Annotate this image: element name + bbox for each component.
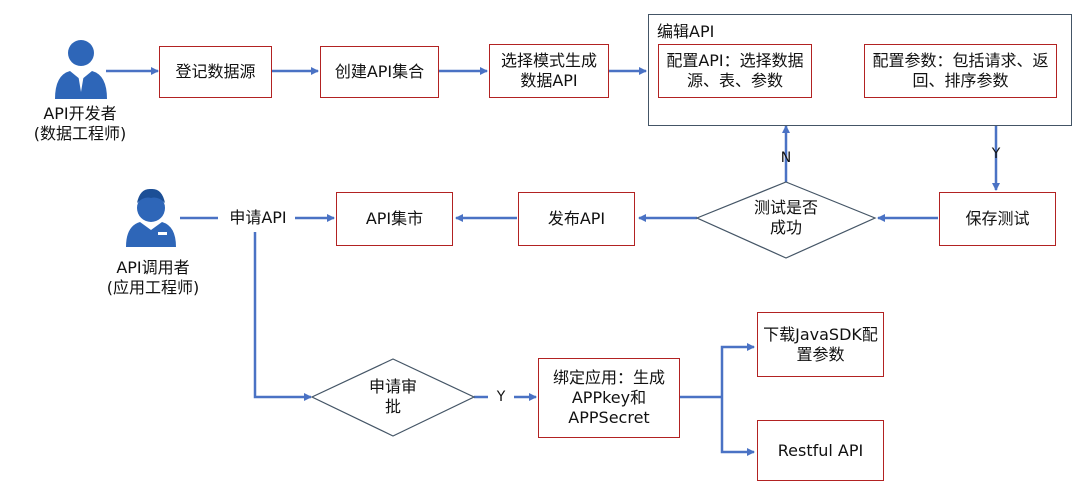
config-params-box: 配置参数：包括请求、返回、排序参数: [864, 44, 1057, 98]
yes-label-edit: Y: [991, 146, 1001, 162]
step-save-test: 保存测试: [939, 192, 1056, 246]
apply-api-label: 申请API: [229, 208, 287, 227]
step-api-market: API集市: [336, 192, 453, 246]
arrow-to-sdk: [720, 343, 755, 397]
step-restful-api: Restful API: [757, 420, 884, 481]
decision-test-diamond: [695, 181, 877, 259]
consumer-label: API调用者 (应用工程师): [98, 258, 208, 298]
consumer-title: API调用者: [116, 258, 190, 277]
arrow-to-restful: [720, 397, 755, 456]
step-bind-application: 绑定应用：生成APPkey和APPSecret: [538, 358, 680, 438]
step-register-datasource: 登记数据源: [159, 46, 272, 98]
yes-label-approval: Y: [496, 389, 506, 405]
step-download-sdk: 下载JavaSDK配置参数: [757, 312, 884, 377]
no-label: N: [780, 150, 792, 166]
decision-approval-label: 申请审批: [368, 377, 417, 416]
step-create-api-collection: 创建API集合: [320, 46, 439, 98]
consumer-subtitle: (应用工程师): [106, 278, 200, 297]
developer-subtitle: (数据工程师): [33, 124, 127, 143]
step-publish-api: 发布API: [518, 192, 635, 246]
edit-api-title: 编辑API: [657, 22, 715, 41]
arrow-apply-to-approval: [253, 232, 312, 401]
developer-title: API开发者: [43, 104, 117, 123]
step-generate-data-api: 选择模式生成数据API: [489, 44, 609, 98]
config-api-box: 配置API：选择数据源、表、参数: [658, 44, 812, 98]
developer-person-icon: [55, 40, 107, 99]
decision-approval-diamond: [310, 358, 476, 437]
consumer-person-icon: [126, 188, 176, 247]
decision-test-label: 测试是否成功: [753, 198, 818, 237]
developer-label: API开发者 (数据工程师): [30, 104, 130, 144]
